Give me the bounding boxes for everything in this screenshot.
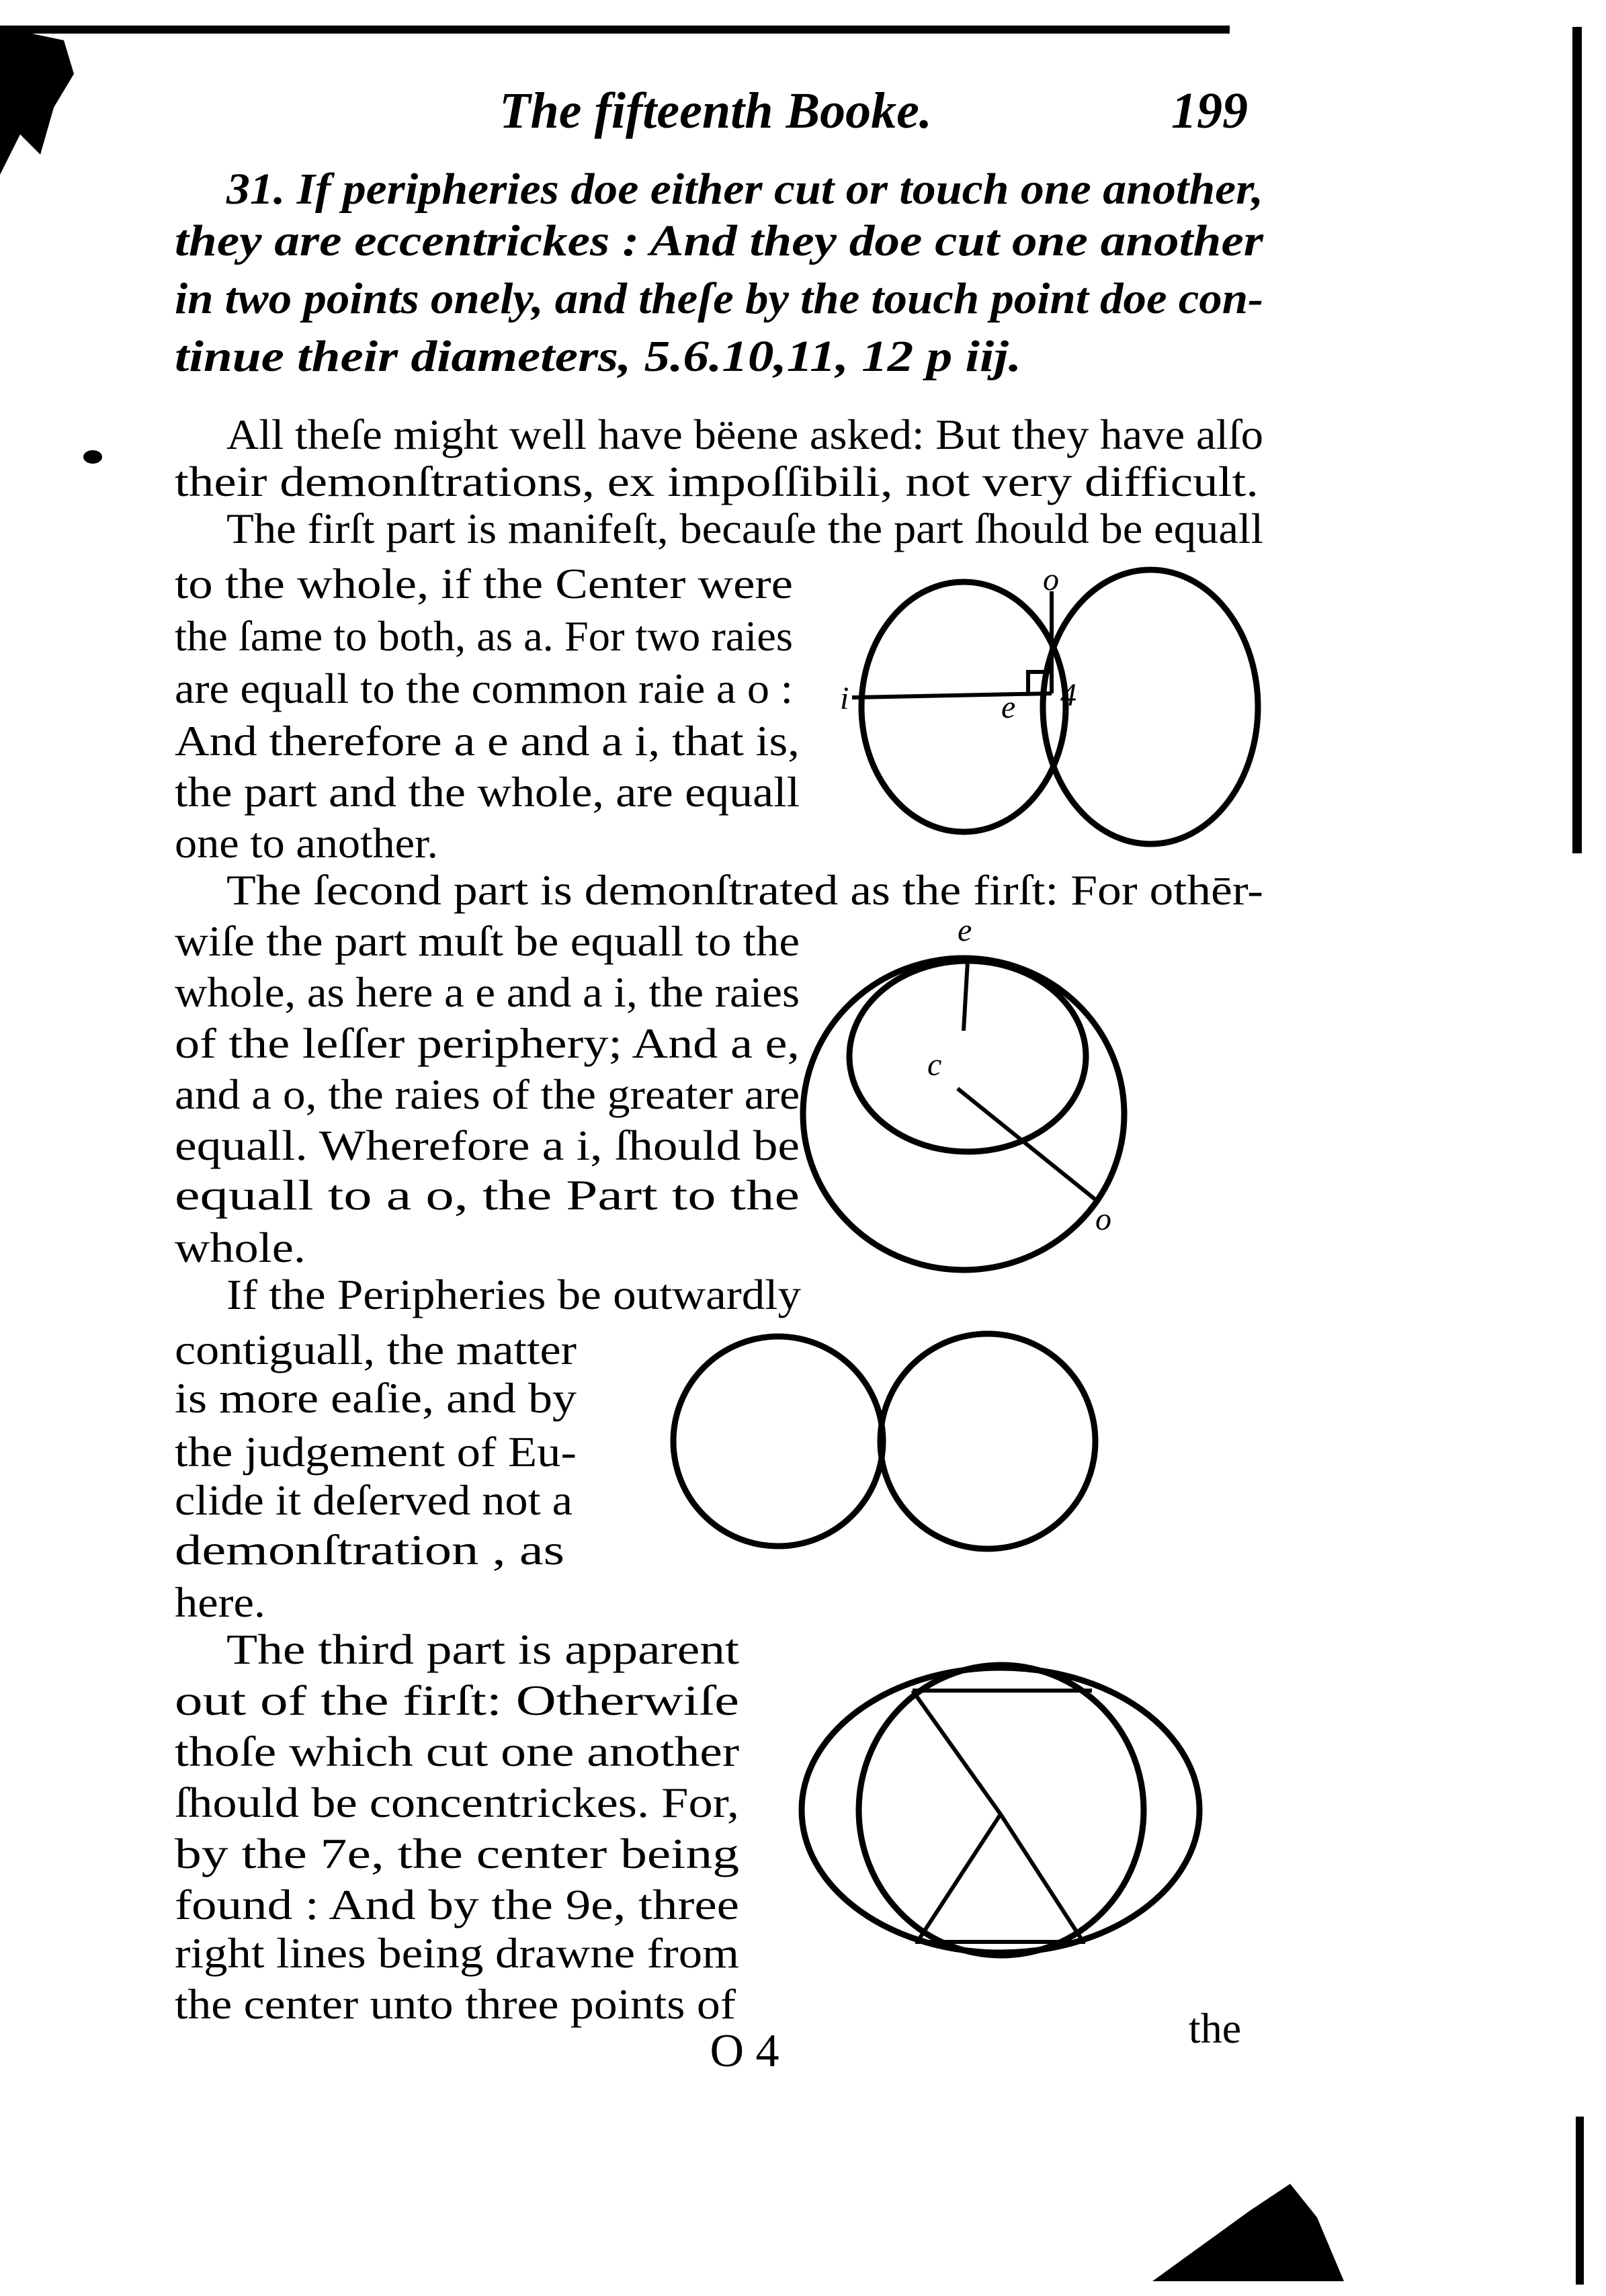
text-line: clide it deſerved not a (175, 1476, 573, 1524)
proposition-line: in two points onely, and theſe by the to… (175, 274, 1263, 323)
text-line: the part and the whole, are equall (175, 768, 800, 816)
proposition-line: tinue their diameters, 5.6.10,11, 12 p i… (175, 332, 1021, 381)
text-line: All theſe might well have bëene asked: B… (226, 411, 1263, 458)
signature-mark: O 4 (710, 2025, 779, 2077)
text-line: by the 7e, the center being (175, 1830, 739, 1877)
text-line: one to another. (175, 819, 438, 867)
text-line: out of the firſt: Otherwiſe (175, 1676, 739, 1724)
label-e: e (1001, 689, 1015, 725)
text-line: whole. (175, 1224, 306, 1271)
text-line: are equall to the common raie a o : (175, 665, 793, 712)
proposition-31: 31. If peripheries doe either cut or tou… (175, 165, 1264, 381)
proposition-line: they are eccentrickes : And they doe cut… (175, 216, 1264, 265)
body-text: All theſe might well have bëene asked: B… (175, 411, 1263, 2028)
figure-touching-circles (670, 1330, 1099, 1552)
text-line: right lines being drawne from (175, 1929, 739, 1977)
text-line: here. (175, 1578, 265, 1626)
text-line: the judgement of Eu- (175, 1428, 577, 1476)
text-line: demonſtration , as (175, 1526, 564, 1574)
text-line: If the Peripheries be outwardly (226, 1271, 801, 1318)
figure-intersecting-circles: o i e 4 (840, 562, 1261, 847)
text-line: The ſecond part is demonſtrated as the f… (226, 866, 1263, 914)
text-line: is more eaſie, and by (175, 1374, 577, 1422)
text-line: equall to a o, the Part to the (175, 1171, 800, 1219)
label-o: o (1043, 562, 1059, 597)
text-line: ſhould be concentrickes. For, (175, 1779, 739, 1826)
proposition-line: 31. If peripheries doe either cut or tou… (226, 165, 1263, 214)
text-line: thoſe which cut one another (175, 1728, 739, 1775)
text-line: the ſame to both, as a. For two raies (175, 612, 793, 660)
text-line: found : And by the 9e, three (175, 1881, 739, 1928)
label-4: 4 (1060, 677, 1076, 713)
label-o: o (1095, 1201, 1111, 1237)
figure-internal-circles: e c o (800, 912, 1128, 1273)
text-line: of the leſſer periphery; And a e, (175, 1019, 800, 1067)
text-line: The third part is apparent (226, 1625, 739, 1673)
text-line: And therefore a e and a i, that is, (175, 717, 800, 765)
text-line: whole, as here a e and a i, the raies (175, 968, 800, 1016)
text-line: their demonſtrations, ex impoſſibili, no… (175, 458, 1259, 505)
text-line: to the whole, if the Center were (175, 560, 793, 607)
running-head: The fifteenth Booke. (499, 83, 932, 139)
text-line: the center unto three points of (175, 1980, 736, 2028)
text-line: wiſe the part muſt be equall to the (175, 917, 800, 965)
text-line: equall. Wherefore a i, ſhould be (175, 1121, 800, 1169)
text-line: contiguall, the matter (175, 1326, 577, 1373)
label-i: i (840, 681, 849, 716)
text-line: The firſt part is manifeſt, becauſe the … (226, 505, 1263, 552)
scan-edges (0, 26, 1584, 2285)
text-line: and a o, the raies of the greater are (175, 1070, 800, 1118)
page-number: 199 (1171, 83, 1248, 139)
label-e: e (958, 912, 972, 948)
label-c: c (927, 1047, 941, 1082)
figure-cutting-circles (798, 1662, 1203, 1959)
catchword: the (1189, 2004, 1241, 2052)
